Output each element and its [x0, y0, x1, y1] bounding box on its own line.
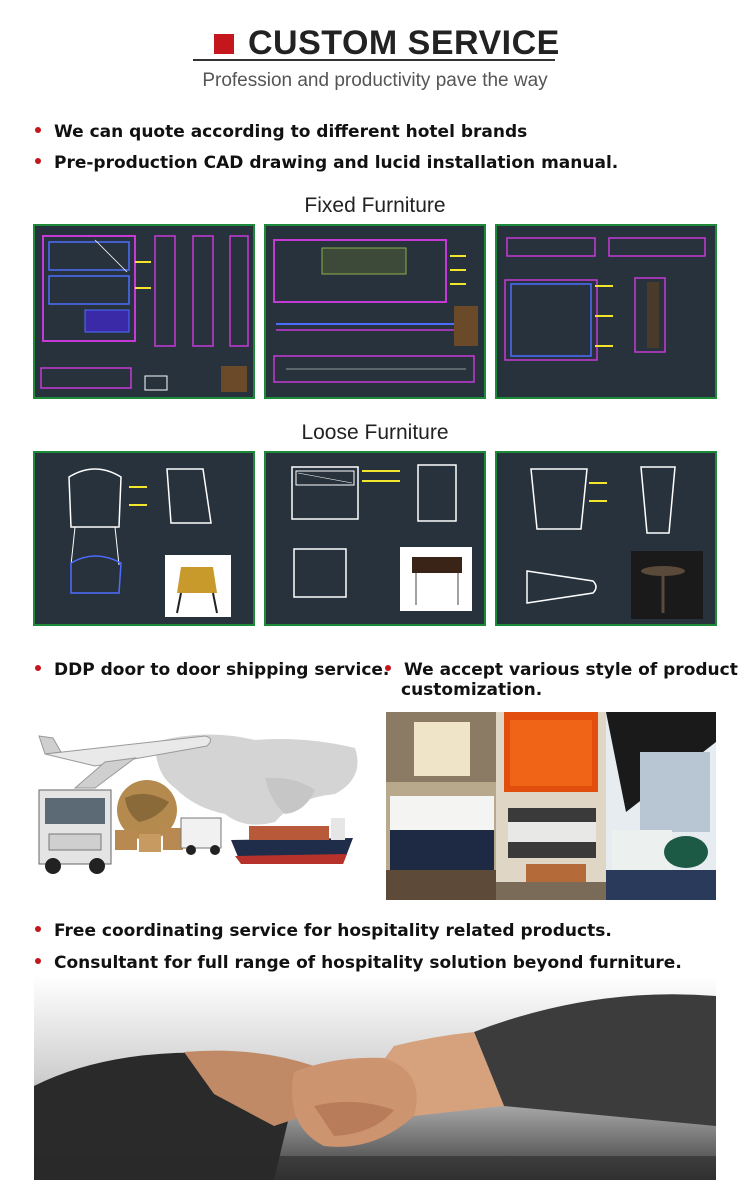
- bullet-dot-icon: [385, 665, 391, 671]
- page-title: CUSTOM SERVICE: [248, 24, 560, 62]
- bullet-dot-icon: [35, 158, 41, 164]
- bullet-dot-icon: [35, 958, 41, 964]
- cad-drawing-loose-2: [264, 451, 486, 626]
- bullet-text: Consultant for full range of hospitality…: [54, 953, 682, 973]
- hotel-rooms-photos: [386, 712, 716, 900]
- cad-drawing-loose-3: [495, 451, 717, 626]
- title-square-icon: [214, 34, 234, 54]
- bullet-dot-icon: [35, 127, 41, 133]
- cad-drawing-fixed-1: [33, 224, 255, 399]
- bullet-ddp-shipping: DDP door to door shipping service.: [35, 660, 389, 680]
- header: CUSTOM SERVICE Profession and productivi…: [0, 0, 750, 110]
- bullet-cad-drawing: Pre-production CAD drawing and lucid ins…: [35, 153, 618, 173]
- section-title-fixed-furniture: Fixed Furniture: [304, 194, 446, 217]
- title-underline: [193, 59, 555, 61]
- bullet-quote-brands: We can quote according to different hote…: [35, 122, 527, 142]
- section-title-loose-furniture: Loose Furniture: [301, 421, 449, 444]
- cad-drawing-fixed-3: [495, 224, 717, 399]
- bullet-text: We accept various style of product: [404, 660, 738, 680]
- cad-drawing-loose-1: [33, 451, 255, 626]
- bullet-customization-line2: customization.: [401, 680, 543, 700]
- bullet-dot-icon: [35, 926, 41, 932]
- bullet-text: Pre-production CAD drawing and lucid ins…: [54, 153, 619, 173]
- bullet-consultant: Consultant for full range of hospitality…: [35, 953, 682, 973]
- bullet-free-coordinating: Free coordinating service for hospitalit…: [35, 921, 612, 941]
- bullet-customization: We accept various style of product: [385, 660, 738, 680]
- bullet-dot-icon: [35, 665, 41, 671]
- bullet-text: DDP door to door shipping service.: [54, 660, 390, 680]
- bullet-text: We can quote according to different hote…: [54, 122, 528, 142]
- page-subtitle: Profession and productivity pave the way: [202, 70, 548, 91]
- bullet-text: Free coordinating service for hospitalit…: [54, 921, 612, 941]
- shipping-illustration: [35, 718, 375, 878]
- handshake-photo: [34, 976, 716, 1180]
- cad-drawing-fixed-2: [264, 224, 486, 399]
